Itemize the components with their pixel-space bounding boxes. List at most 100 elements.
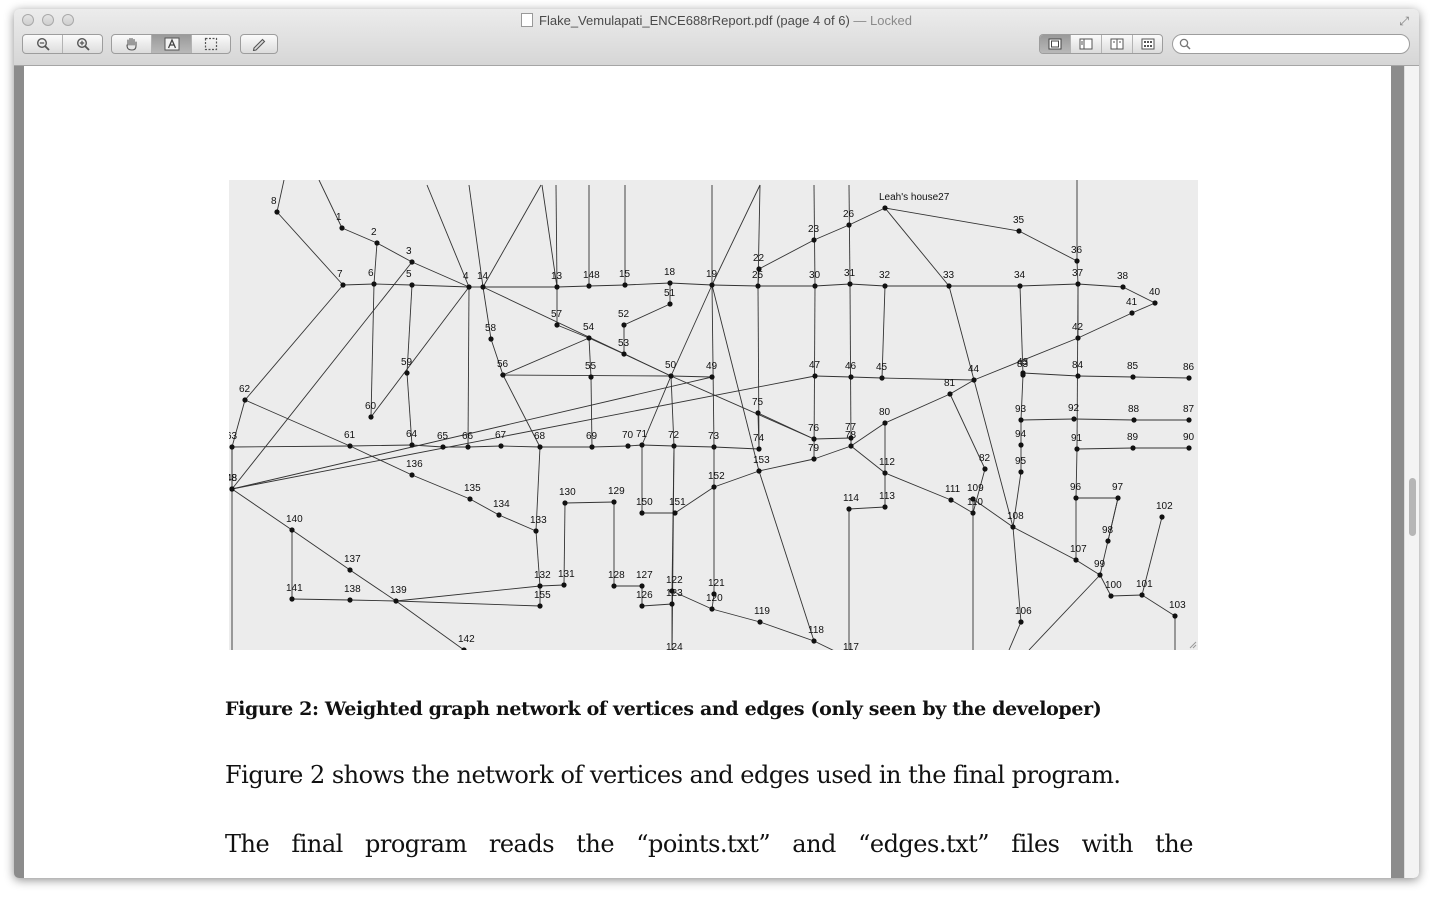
graph-vertex [667, 280, 673, 286]
graph-vertex-label: 137 [344, 554, 361, 565]
graph-edge [373, 242, 378, 285]
graph-vertex [639, 510, 645, 516]
graph-vertex-label: 74 [753, 433, 765, 444]
graph-vertex-label: 107 [1070, 544, 1087, 555]
search-field[interactable] [1172, 34, 1410, 54]
tool-control-group [111, 34, 231, 54]
search-input[interactable] [1195, 36, 1404, 54]
graph-vertex [1018, 417, 1024, 423]
graph-vertex-label: 70 [622, 430, 634, 441]
graph-vertex-label: 30 [809, 270, 821, 281]
graph-vertex [1075, 373, 1081, 379]
graph-vertex [1152, 300, 1158, 306]
single-page-view-button[interactable] [1040, 35, 1071, 53]
graph-edge [1131, 302, 1156, 314]
graph-vertex [882, 420, 888, 426]
graph-vertex-label: 22 [753, 253, 765, 264]
graph-edge [490, 338, 504, 376]
graph-edge [1018, 230, 1078, 262]
graph-edge [884, 207, 1020, 232]
graph-vertex [589, 444, 595, 450]
graph-vertex-label: 46 [845, 361, 857, 372]
graph-vertex-label: 91 [1071, 433, 1083, 444]
graph-vertex [621, 322, 627, 328]
graph-vertex-label: 18 [664, 267, 676, 278]
graph-vertex-label: 129 [608, 486, 625, 497]
lock-status: — Locked [853, 13, 912, 28]
graph-vertex-label: 155 [534, 590, 551, 601]
graph-vertex-label: 102 [1156, 501, 1173, 512]
graph-edge [468, 184, 484, 288]
graph-edge [757, 412, 815, 440]
graph-vertex [755, 410, 761, 416]
window-title: Flake_Vemulapati_ENCE688rReport.pdf (pag… [14, 13, 1419, 28]
minimize-button[interactable] [42, 14, 54, 26]
graph-vertex [756, 468, 762, 474]
scrollbar-thumb[interactable] [1409, 478, 1416, 536]
graph-edge [711, 608, 761, 623]
graph-edge [231, 261, 413, 490]
graph-vertex-label: 127 [636, 570, 653, 581]
graph-edge [411, 474, 471, 500]
zoom-out-button[interactable] [23, 35, 63, 53]
graph-vertex-label: 78 [845, 430, 857, 441]
graph-vertex-label: 101 [1136, 579, 1153, 590]
graph-edge [1075, 559, 1101, 576]
graph-edge [395, 600, 465, 651]
graph-vertex [409, 259, 415, 265]
single-page-icon [1048, 38, 1062, 50]
graph-edge [973, 337, 1079, 381]
graph-edge [884, 207, 950, 287]
graph-vertex [882, 504, 888, 510]
graph-vertex-label: 36 [1071, 245, 1083, 256]
contact-sheet-view-button[interactable] [1133, 35, 1162, 53]
graph-vertex-label: 152 [708, 471, 725, 482]
zoom-in-button[interactable] [63, 35, 102, 53]
graph-vertex-label: 48 [229, 473, 238, 484]
zoom-in-icon [76, 37, 90, 51]
graph-vertex-label: 90 [1183, 432, 1195, 443]
graph-edge [758, 458, 815, 472]
graph-edge [426, 184, 470, 288]
zoom-button[interactable] [62, 14, 74, 26]
sidebar-view-button[interactable] [1071, 35, 1102, 53]
graph-vertex [970, 496, 976, 502]
graph-vertex [498, 443, 504, 449]
resize-grip-icon [1189, 641, 1197, 649]
two-page-view-button[interactable] [1102, 35, 1133, 53]
graph-edge [395, 600, 541, 607]
graph-vertex-label: 13 [551, 271, 563, 282]
graph-vertex-label: 26 [843, 209, 855, 220]
graph-vertex [586, 335, 592, 341]
graph-edge [1077, 283, 1124, 288]
hand-tool-button[interactable] [112, 35, 152, 53]
graph-vertex-label: 132 [534, 570, 551, 581]
close-button[interactable] [22, 14, 34, 26]
graph-edge [1077, 312, 1133, 339]
rect-select-button[interactable] [192, 35, 230, 53]
graph-vertex [1120, 284, 1126, 290]
graph-vertex-label: 6 [368, 268, 374, 279]
text-select-icon [164, 37, 179, 51]
graph-vertex [1130, 445, 1136, 451]
graph-edge [814, 283, 851, 287]
graph-edge [674, 486, 715, 514]
graph-vertex [639, 583, 645, 589]
graph-edge [588, 337, 592, 378]
graph-edge [624, 282, 671, 286]
graph-vertex-label: 45 [876, 362, 888, 373]
graph-edge [411, 261, 470, 288]
graph-edge [949, 379, 975, 395]
annotate-button[interactable] [241, 35, 277, 53]
text-select-button[interactable] [152, 35, 192, 53]
vertical-scrollbar[interactable] [1404, 66, 1419, 878]
graph-vertex-label: 135 [464, 483, 481, 494]
fullscreen-icon[interactable]: ⤢ [1399, 14, 1409, 28]
graph-edge [948, 285, 975, 381]
graph-vertex [669, 601, 675, 607]
graph-edge [757, 285, 760, 450]
graph-edge [884, 472, 952, 501]
graph-edge [848, 184, 851, 285]
graph-vertex [947, 391, 953, 397]
